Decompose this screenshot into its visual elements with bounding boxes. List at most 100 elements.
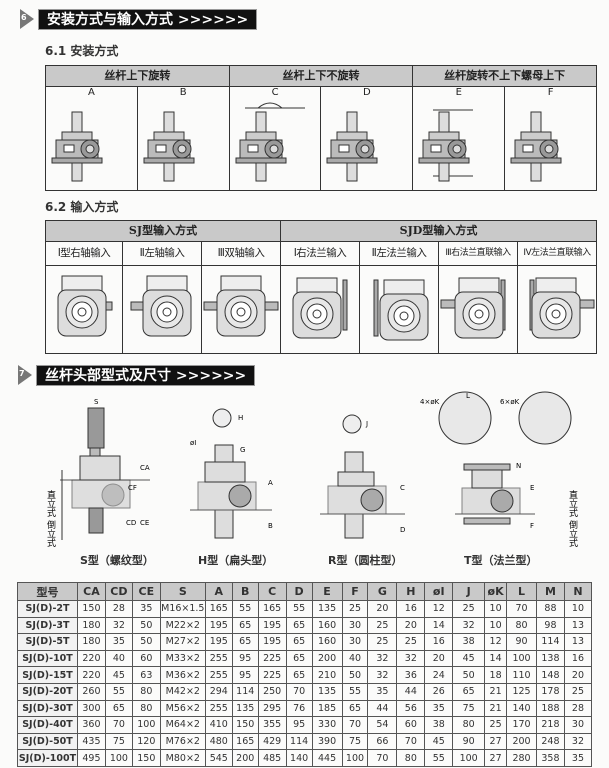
table-cell: 38 [452, 633, 486, 651]
table-cell: 300 [76, 699, 106, 718]
table-cell: 185 [311, 699, 343, 718]
column-header: G [367, 582, 398, 601]
table-cell: 25 [341, 600, 369, 618]
mount-group: 丝杆上下不旋转 [228, 65, 414, 87]
table-cell: 35 [424, 699, 454, 718]
table-cell: 16 [424, 633, 454, 651]
dim-label: E [530, 484, 534, 492]
dim-label: CF [128, 484, 137, 492]
table-cell: 295 [257, 699, 287, 718]
section-6-header: 6 安装方式与输入方式 >>>>>> [20, 8, 258, 30]
table-cell: 20 [367, 600, 398, 618]
table-cell: 95 [231, 666, 259, 684]
table-cell: 95 [285, 716, 313, 734]
table-cell: 114 [285, 732, 313, 751]
table-cell: 55 [231, 600, 259, 618]
table-cell: 18 [484, 666, 508, 684]
table-cell: 180 [76, 616, 106, 635]
mount-e-drawing [418, 109, 474, 182]
dim-label: øI [190, 439, 196, 447]
table-cell: 495 [76, 749, 106, 767]
input-type: Ⅲ双轴输入 [201, 241, 281, 266]
table-cell: 32 [396, 649, 426, 668]
table-cell: 255 [204, 699, 233, 718]
upright-label: 直立式 [567, 489, 578, 517]
table-cell: 485 [257, 749, 287, 767]
table-cell: 95 [231, 649, 259, 668]
table-cell: 50 [341, 666, 369, 684]
dim-label: N [516, 462, 521, 470]
table-cell: 390 [311, 732, 343, 751]
table-cell: 75 [452, 699, 486, 718]
table-cell: 50 [131, 633, 161, 651]
table-cell: 55 [285, 600, 313, 618]
mount-c-drawing [235, 102, 305, 182]
table-cell: 200 [311, 649, 343, 668]
table-cell: 178 [536, 682, 565, 701]
table-cell: M27×2 [159, 633, 206, 651]
mount-table: 丝杆上下旋转 丝杆上下不旋转 丝杆旋转不上下螺母上下 A B C D E F [45, 65, 597, 191]
input-drawing [440, 277, 506, 339]
table-cell: 14 [424, 616, 454, 635]
input-drawing [529, 277, 595, 339]
table-cell: 12 [424, 600, 454, 618]
table-cell: 100 [341, 749, 369, 767]
t-type-drawing: 4×øK 6×øK M L N E F [420, 391, 572, 530]
model-cell: SJ(D)-50T [17, 732, 78, 751]
mount-b-drawing [143, 111, 195, 182]
table-cell: 170 [506, 716, 537, 734]
dim-label: A [268, 479, 273, 487]
table-cell: 294 [204, 682, 233, 701]
column-header: L [506, 582, 537, 601]
s-type-drawing: S CA CF CE CD [60, 398, 150, 540]
model-cell: SJ(D)-15T [17, 666, 78, 684]
table-cell: 76 [285, 699, 313, 718]
table-cell: 60 [131, 649, 161, 668]
table-cell: 195 [257, 616, 287, 635]
table-cell: 75 [341, 732, 369, 751]
table-cell: 165 [204, 600, 233, 618]
table-cell: 63 [131, 666, 161, 684]
table-cell: 32 [563, 732, 593, 751]
table-cell: 70 [285, 682, 313, 701]
table-cell: 30 [563, 716, 593, 734]
table-cell: 110 [506, 666, 537, 684]
table-cell: 100 [131, 716, 161, 734]
table-cell: 70 [506, 600, 537, 618]
caption-h-type: H型（扁头型） [198, 554, 274, 567]
table-cell: M42×2 [159, 682, 206, 701]
mount-letter: E [455, 87, 462, 98]
table-cell: 27 [484, 749, 508, 767]
table-cell: 30 [341, 616, 369, 635]
column-header: F [341, 582, 369, 601]
table-cell: 45 [424, 732, 454, 751]
table-cell: 65 [231, 633, 259, 651]
table-cell: 40 [341, 649, 369, 668]
dim-label: S [94, 398, 99, 406]
table-cell: 70 [367, 749, 398, 767]
model-cell: SJ(D)-10T [17, 649, 78, 668]
table-cell: M76×2 [159, 732, 206, 751]
section-7-header: 7 丝杆头部型式及尺寸 >>>>>> [18, 364, 256, 386]
table-cell: 20 [424, 649, 454, 668]
input-drawing [203, 275, 279, 337]
table-cell: 45 [452, 649, 486, 668]
table-cell: 148 [536, 666, 565, 684]
column-header: J [452, 582, 486, 601]
table-cell: 150 [231, 716, 259, 734]
column-header: E [311, 582, 343, 601]
table-cell: 32 [367, 649, 398, 668]
column-header: D [285, 582, 313, 601]
table-cell: 135 [311, 682, 343, 701]
input-type: Ⅲ右法兰直联输入 [438, 241, 518, 266]
table-cell: 16 [396, 600, 426, 618]
inverted-label: 倒立式 [567, 519, 578, 547]
table-cell: 70 [341, 716, 369, 734]
table-cell: 255 [204, 666, 233, 684]
table-cell: 21 [484, 682, 508, 701]
table-cell: 248 [536, 732, 565, 751]
table-cell: 195 [204, 616, 233, 635]
